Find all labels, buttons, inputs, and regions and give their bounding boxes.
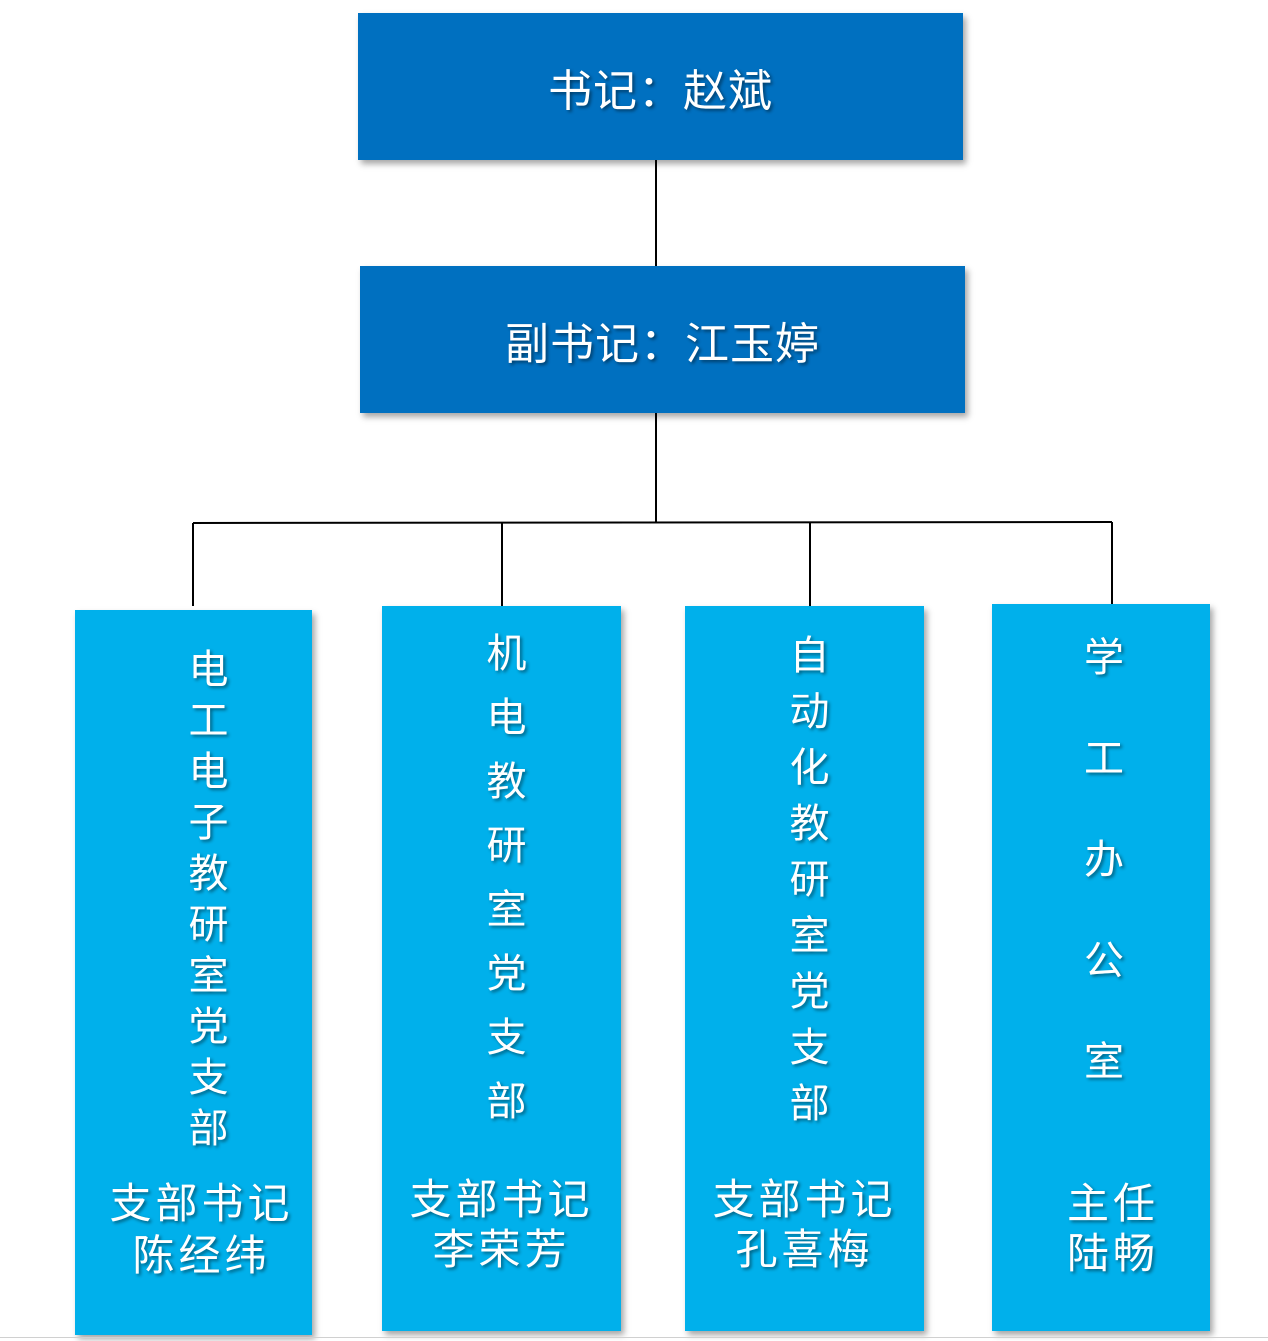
unit-title-char: 室 <box>1084 1039 1124 1085</box>
unit-box-4: 学工办公室 主任 陆畅 <box>992 604 1210 1331</box>
unit-title-3: 自动化教研室党支部 <box>685 636 924 1140</box>
unit-title-char: 教 <box>188 851 229 897</box>
unit-title-1: 电工电子教研室党支部 <box>75 650 312 1160</box>
unit-title-char: 部 <box>789 1081 830 1127</box>
unit-title-char: 动 <box>789 689 830 735</box>
unit-title-char: 部 <box>486 1079 527 1125</box>
unit-box-3: 自动化教研室党支部 支部书记 孔喜梅 <box>685 606 924 1331</box>
unit-title-char: 支 <box>188 1055 229 1101</box>
unit-person-3: 孔喜梅 <box>735 1225 874 1274</box>
unit-title-char: 研 <box>188 902 229 948</box>
unit-title-char: 支 <box>486 1015 527 1061</box>
connector-bus <box>192 521 1113 524</box>
unit-title-2: 机电教研室党支部 <box>382 634 621 1146</box>
unit-role-2: 支部书记 <box>409 1175 594 1224</box>
unit-title-char: 公 <box>1084 938 1124 984</box>
unit-title-char: 办 <box>1084 837 1124 883</box>
unit-person-1: 陈经纬 <box>132 1231 271 1280</box>
unit-title-char: 子 <box>188 800 229 846</box>
unit-title-char: 室 <box>486 887 527 933</box>
unit-title-char: 党 <box>486 951 527 997</box>
unit-title-char: 部 <box>188 1106 229 1152</box>
unit-title-char: 研 <box>789 857 830 903</box>
unit-title-char: 电 <box>188 749 229 795</box>
unit-title-char: 支 <box>789 1025 830 1071</box>
unit-title-char: 党 <box>188 1004 229 1050</box>
unit-title-char: 机 <box>486 631 527 677</box>
unit-role-1: 支部书记 <box>109 1179 294 1228</box>
unit-title-char: 化 <box>789 745 830 791</box>
unit-box-1: 电工电子教研室党支部 支部书记 陈经纬 <box>75 610 312 1335</box>
unit-title-4: 学工办公室 <box>992 638 1210 1143</box>
unit-box-2: 机电教研室党支部 支部书记 李荣芳 <box>382 606 621 1331</box>
unit-title-char: 学 <box>1084 635 1124 681</box>
unit-title-char: 自 <box>789 633 830 679</box>
unit-person-4: 陆畅 <box>1066 1229 1159 1278</box>
deputy-box: 副书记：江玉婷 <box>360 266 965 413</box>
unit-title-char: 教 <box>486 759 527 805</box>
unit-role-4: 主任 <box>1066 1179 1159 1228</box>
unit-title-char: 教 <box>789 801 830 847</box>
unit-title-char: 工 <box>1084 736 1124 782</box>
unit-title-char: 室 <box>789 913 830 959</box>
secretary-label: 书记：赵斌 <box>548 65 773 117</box>
unit-title-char: 电 <box>188 647 229 693</box>
unit-title-char: 室 <box>188 953 229 999</box>
deputy-label: 副书记：江玉婷 <box>505 318 820 370</box>
page-bottom-rule <box>0 1337 1268 1338</box>
unit-title-char: 电 <box>486 695 527 741</box>
unit-title-char: 研 <box>486 823 527 869</box>
unit-person-2: 李荣芳 <box>432 1225 571 1274</box>
unit-title-char: 工 <box>188 698 229 744</box>
secretary-box: 书记：赵斌 <box>358 13 963 160</box>
unit-title-char: 党 <box>789 969 830 1015</box>
unit-role-3: 支部书记 <box>712 1175 897 1224</box>
